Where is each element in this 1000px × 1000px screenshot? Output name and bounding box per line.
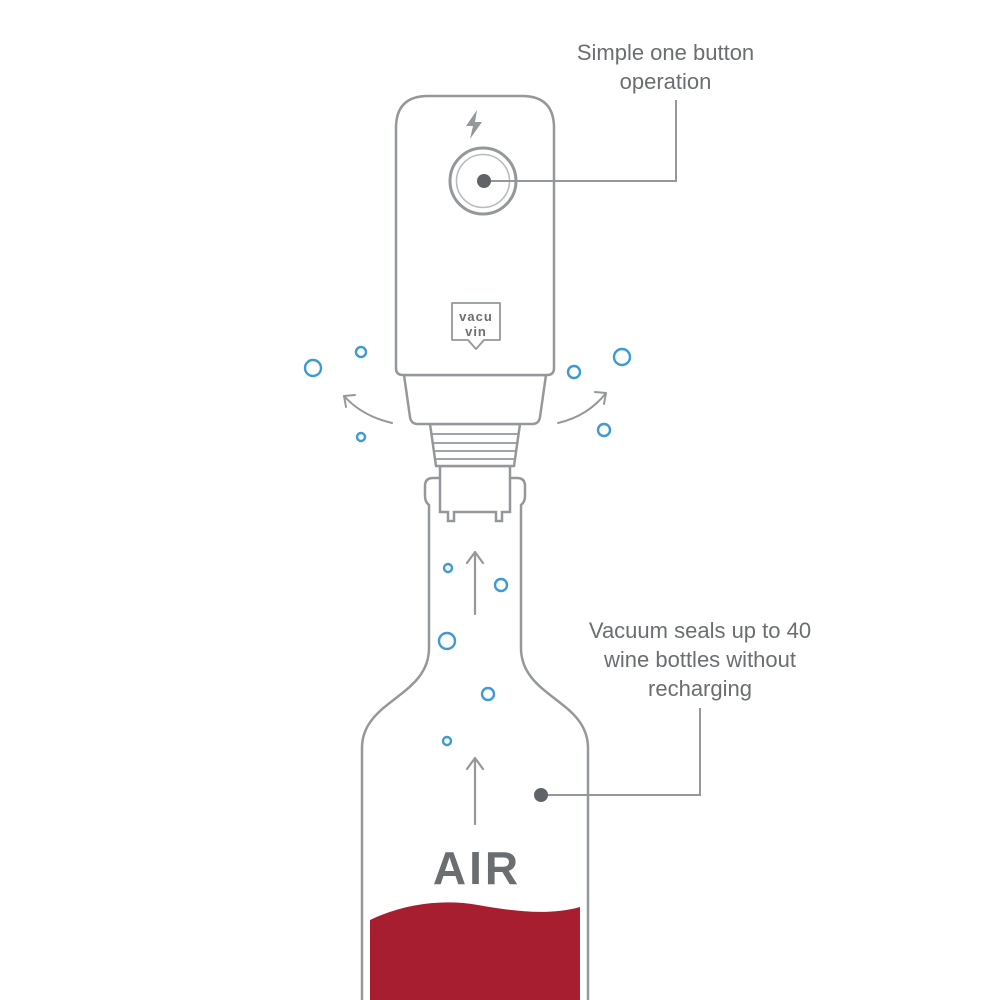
annotation-vacuum-seals: Vacuum seals up to 40 wine bottles witho… xyxy=(588,618,812,702)
logo-text-vacu: vacu xyxy=(459,309,493,324)
bubble-icon xyxy=(596,422,612,438)
air-flow-arrows xyxy=(465,550,485,826)
bubble-icon xyxy=(442,562,454,574)
vacuum-device: vacu vin xyxy=(394,94,556,377)
bubble-icon xyxy=(441,735,453,747)
logo-outline xyxy=(451,302,501,350)
device-body xyxy=(394,94,556,377)
bubble-icon xyxy=(355,431,367,443)
arrowhead xyxy=(594,391,607,405)
logo-text-vin: vin xyxy=(465,324,487,339)
up-arrow-icon xyxy=(343,395,393,424)
stopper-lower xyxy=(438,464,512,523)
air-escape-arrows xyxy=(343,391,607,424)
anchor-dot-button xyxy=(477,174,491,188)
bubble-icon xyxy=(437,631,457,651)
bottle-outline xyxy=(360,476,590,1000)
up-arrow-icon xyxy=(465,550,485,616)
device-collar xyxy=(402,373,548,426)
vacuum-stopper xyxy=(428,422,522,523)
bubble-icon xyxy=(566,364,582,380)
up-arrow-icon xyxy=(557,392,607,424)
bubble-icon xyxy=(480,686,496,702)
vacuvin-logo: vacu vin xyxy=(451,302,501,350)
annotation-one-button-operation: Simple one button operation xyxy=(576,40,755,95)
bubble-icon xyxy=(612,347,632,367)
air-label: AIR xyxy=(433,842,521,894)
up-arrow-icon xyxy=(465,756,485,826)
bubbles xyxy=(303,345,632,747)
bubble-icon xyxy=(354,345,368,359)
anchor-dot-vacuum xyxy=(534,788,548,802)
arrowhead xyxy=(343,394,356,408)
leader-lines xyxy=(477,100,701,802)
wine-fill xyxy=(370,902,580,1000)
lightning-bolt-icon xyxy=(466,110,482,139)
wine-bottle xyxy=(360,476,590,1000)
leader-line-button xyxy=(484,100,677,182)
bubble-icon xyxy=(493,577,509,593)
bubble-icon xyxy=(303,358,323,378)
leader-line-vacuum xyxy=(541,708,701,796)
